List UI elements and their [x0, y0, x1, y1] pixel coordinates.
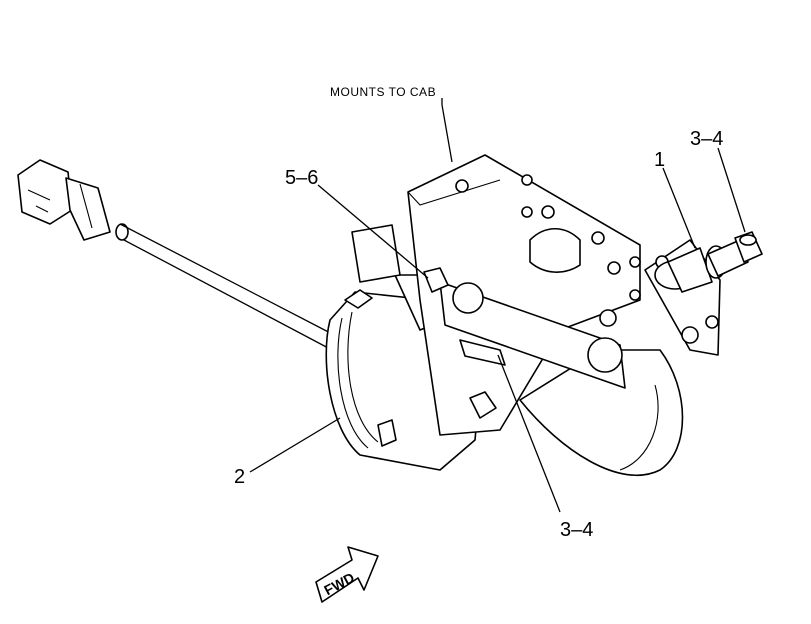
actuator-cylinder: [519, 349, 684, 476]
callout-3-4-top: 3–4: [690, 128, 723, 150]
callout-2: 2: [234, 466, 245, 488]
leader-mounts-to-cab: [441, 98, 453, 163]
electrical-connector: [17, 159, 111, 241]
bolt-5-6: [423, 267, 449, 293]
leader-callout-3-4-top: [717, 147, 746, 233]
leader-callout-5-6: [317, 184, 429, 279]
leader-callout-2: [249, 417, 341, 473]
stud-part-1: [654, 239, 749, 293]
callout-1: 1: [654, 149, 665, 171]
forward-arrow-icon: FWD: [315, 546, 379, 603]
callout-5-6: 5–6: [285, 167, 318, 189]
mounts-to-cab-note: MOUNTS TO CAB: [330, 85, 436, 99]
leader-callout-1: [662, 167, 696, 249]
callout-3-4-bottom: 3–4: [560, 519, 593, 541]
nut-3-4-top: [734, 231, 763, 263]
bolt-lower: [469, 391, 497, 419]
link-arm: [439, 281, 626, 389]
leader-callout-3-4-bottom: [497, 354, 561, 513]
sensor-cable: [115, 223, 341, 351]
mounting-bracket: [407, 154, 641, 436]
